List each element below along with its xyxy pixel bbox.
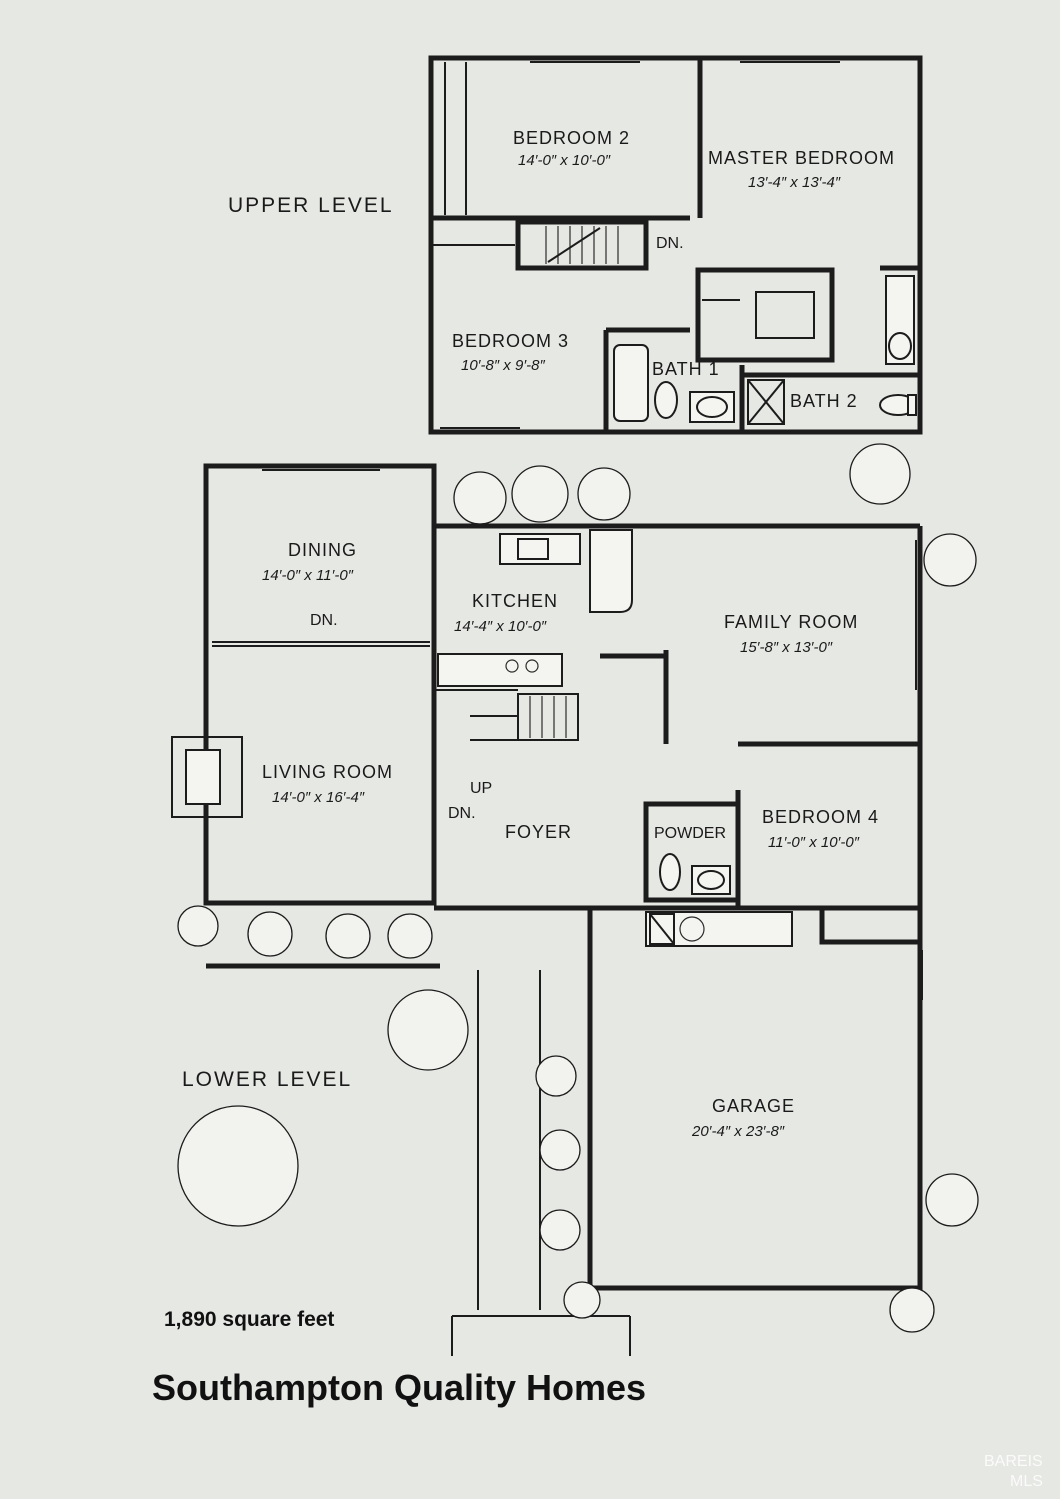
foyer-up-label: UP: [470, 780, 492, 797]
bedroom-2-name: BEDROOM 2: [513, 128, 630, 148]
upper-level-label: UPPER LEVEL: [228, 194, 394, 217]
living-room-size: 14′-0″ x 16′-4″: [272, 789, 365, 806]
bedroom-2-size: 14′-0″ x 10′-0″: [518, 152, 611, 169]
kitchen-name: KITCHEN: [472, 591, 558, 611]
upper-level-plan: [428, 55, 923, 435]
brand-name: Southampton Quality Homes: [152, 1367, 646, 1408]
family-room-name: FAMILY ROOM: [724, 612, 858, 632]
foyer-name: FOYER: [505, 822, 572, 842]
powder-label: POWDER: [654, 825, 726, 842]
landscaping: [177, 443, 979, 1333]
kitchen-size: 14′-4″ x 10′-0″: [454, 618, 547, 635]
watermark-line-2: MLS: [1010, 1473, 1043, 1490]
upper-stair-dn-label: DN.: [656, 235, 684, 252]
garage-name: GARAGE: [712, 1096, 795, 1116]
foyer-dn-label: DN.: [448, 805, 476, 822]
lower-level-label: LOWER LEVEL: [182, 1068, 352, 1091]
dining-size: 14′-0″ x 11′-0″: [262, 567, 354, 584]
bedroom-4-size: 11′-0″ x 10′-0″: [768, 834, 860, 851]
living-room-name: LIVING ROOM: [262, 762, 393, 782]
dining-dn-label: DN.: [310, 612, 338, 629]
square-footage: 1,890 square feet: [164, 1308, 334, 1331]
watermark-line-1: BAREIS: [984, 1453, 1043, 1470]
master-bedroom-size: 13′-4″ x 13′-4″: [748, 174, 841, 191]
bedroom-3-name: BEDROOM 3: [452, 331, 569, 351]
bedroom-3-size: 10′-8″ x 9′-8″: [461, 357, 545, 374]
bedroom-4-name: BEDROOM 4: [762, 807, 879, 827]
garage-size: 20′-4″ x 23′-8″: [691, 1123, 785, 1140]
dining-name: DINING: [288, 540, 357, 560]
bath-1-label: BATH 1: [652, 359, 720, 379]
family-room-size: 15′-8″ x 13′-0″: [740, 639, 833, 656]
lower-level-plan: [171, 463, 923, 1356]
master-bedroom-name: MASTER BEDROOM: [708, 148, 895, 168]
bath-2-label: BATH 2: [790, 391, 858, 411]
